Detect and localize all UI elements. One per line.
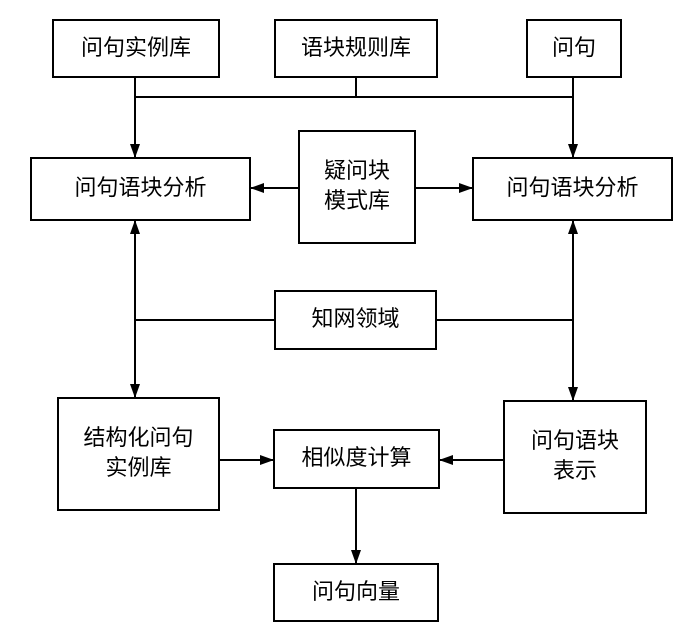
chunk-rule-library-box: 语块规则库 xyxy=(274,19,438,78)
question-vector-box: 问句向量 xyxy=(273,563,439,622)
question-instance-library-box: 问句实例库 xyxy=(52,19,220,78)
pattern-library-label-line-1: 疑问块 xyxy=(323,159,390,184)
question-vector-label: 问句向量 xyxy=(311,579,400,605)
right-chunk-analysis-box: 问句语块分析 xyxy=(472,157,673,221)
hownet-domain-box: 知网领域 xyxy=(274,290,437,350)
hownet-domain-label: 知网领域 xyxy=(311,307,400,332)
question-box: 问句 xyxy=(526,19,622,78)
chunk-representation-label-line-2: 表示 xyxy=(552,459,597,484)
similarity-calculation-label: 相似度计算 xyxy=(301,446,412,471)
similarity-calculation-box: 相似度计算 xyxy=(273,429,440,489)
interrogative-chunk-pattern-library-box: 疑问块 模式库 xyxy=(298,130,416,244)
left-chunk-analysis-box: 问句语块分析 xyxy=(30,157,251,221)
question-chunk-representation-box: 问句语块 表示 xyxy=(503,400,647,514)
chunk-rule-library-label: 语块规则库 xyxy=(300,35,411,61)
left-chunk-analysis-label: 问句语块分析 xyxy=(74,176,207,201)
right-chunk-analysis-label: 问句语块分析 xyxy=(506,176,639,201)
chunk-representation-label-line-1: 问句语块 xyxy=(530,429,619,454)
structured-library-label-line-2: 实例库 xyxy=(105,456,172,481)
question-instance-library-label: 问句实例库 xyxy=(80,35,191,61)
structured-question-instance-library-box: 结构化问句 实例库 xyxy=(57,397,220,511)
structured-library-label-line-1: 结构化问句 xyxy=(83,426,194,451)
pattern-library-label-line-2: 模式库 xyxy=(323,189,390,214)
question-label: 问句 xyxy=(551,35,596,61)
